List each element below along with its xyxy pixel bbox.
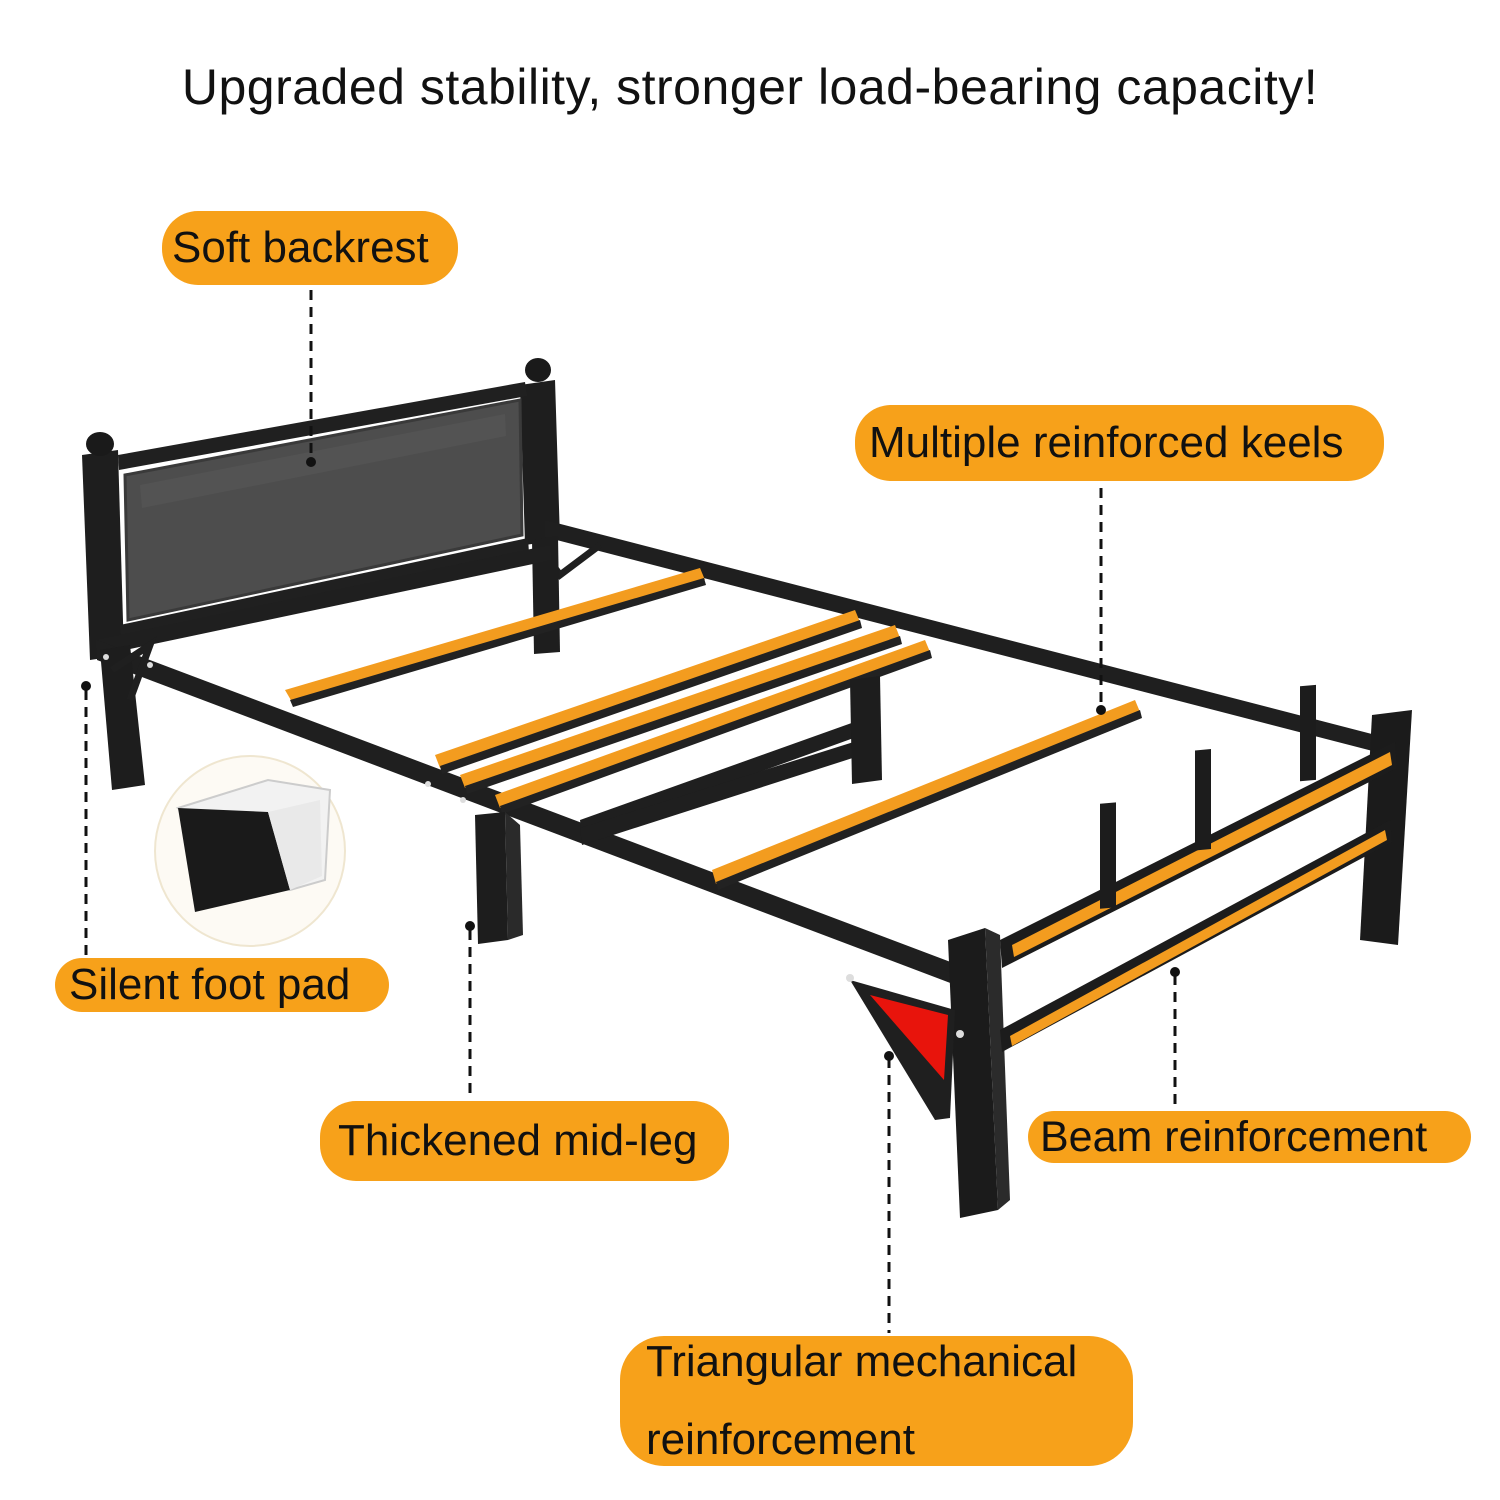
callout-silent-foot-pad: Silent foot pad (55, 958, 389, 1012)
soft-backrest-pad (123, 398, 524, 622)
callout-soft-backrest-label: Soft backrest (172, 223, 429, 272)
callout-thickened-mid-leg-label: Thickened mid-leg (338, 1116, 698, 1165)
mid-leg (475, 812, 508, 944)
callout-multiple-keels-label: Multiple reinforced keels (869, 418, 1344, 467)
footboard (948, 684, 1412, 1218)
callout-triangular-reinforcement-label: Triangular mechanical reinforcement (646, 1337, 1078, 1464)
callout-multiple-keels: Multiple reinforced keels (855, 405, 1384, 481)
callout-thickened-mid-leg: Thickened mid-leg (320, 1101, 729, 1181)
leader-lines (84, 290, 1177, 1333)
headboard (82, 358, 560, 660)
keel-slats (285, 568, 1142, 890)
callout-silent-foot-pad-label: Silent foot pad (69, 960, 351, 1009)
foot-pad-block (178, 808, 290, 912)
callout-soft-backrest: Soft backrest (162, 211, 458, 285)
callout-beam-reinforcement: Beam reinforcement (1028, 1111, 1471, 1163)
callout-triangular-reinforcement: Triangular mechanical reinforcement (620, 1336, 1133, 1466)
headline: Upgraded stability, stronger load-bearin… (181, 59, 1319, 115)
foot-pad-inset (154, 755, 346, 947)
callout-beam-reinforcement-label: Beam reinforcement (1040, 1112, 1428, 1161)
triangle-bracket (846, 974, 964, 1120)
